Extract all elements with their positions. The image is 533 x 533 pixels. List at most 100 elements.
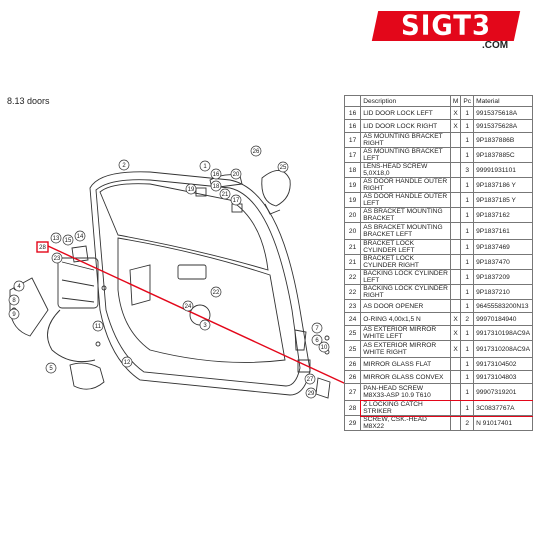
row-pc: 1 — [460, 254, 475, 270]
row-material: 9917310198AC9A — [473, 325, 533, 341]
row-m — [449, 284, 462, 300]
row-m — [449, 415, 462, 431]
svg-text:5: 5 — [49, 366, 53, 372]
header-m: M — [449, 95, 462, 107]
row-pc: 1 — [460, 207, 475, 223]
header-pos — [343, 95, 362, 107]
callout-9: 9 — [8, 308, 20, 320]
row-description: SCREW, CSK.-HEAD M8X22 — [360, 415, 451, 431]
row-m — [449, 147, 462, 163]
row-pos: 25 — [343, 325, 362, 341]
svg-text:14: 14 — [77, 234, 84, 240]
svg-text:25: 25 — [280, 165, 287, 171]
row-pos: 16 — [343, 119, 362, 133]
row-m — [449, 269, 462, 285]
svg-text:3: 3 — [203, 323, 207, 329]
row-pos: 26 — [343, 357, 362, 371]
row-pos: 28 — [343, 400, 362, 416]
row-pos: 19 — [343, 177, 362, 193]
row-material: 9P1837886B — [473, 132, 533, 148]
row-pc: 1 — [460, 239, 475, 255]
row-material: 9P1837161 — [473, 222, 533, 240]
callout-16: 16 — [210, 168, 222, 180]
header-pc: Pc — [460, 95, 475, 107]
row-m — [449, 177, 462, 193]
row-pc: 1 — [460, 222, 475, 240]
svg-text:28: 28 — [39, 245, 46, 251]
svg-text:20: 20 — [233, 172, 240, 178]
row-pos: 17 — [343, 147, 362, 163]
logo-text: SIGT3 — [400, 10, 492, 42]
svg-text:17: 17 — [233, 198, 240, 204]
row-material: 9P1837469 — [473, 239, 533, 255]
row-description: MIRROR GLASS FLAT — [360, 357, 451, 371]
row-pc: 1 — [460, 370, 475, 384]
row-description: AS EXTERIOR MIRROR WHITE LEFT — [360, 325, 451, 341]
row-m — [449, 299, 462, 313]
callout-25: 25 — [277, 161, 289, 173]
row-pc: 1 — [460, 119, 475, 133]
callout-12: 12 — [121, 356, 133, 368]
svg-text:13: 13 — [53, 236, 60, 242]
row-m: X — [449, 312, 462, 326]
row-material: 9P1837186 Y — [473, 177, 533, 193]
callout-3: 3 — [199, 319, 211, 331]
callout-14: 14 — [74, 230, 86, 242]
row-pc: 1 — [460, 177, 475, 193]
row-pos: 29 — [343, 415, 362, 431]
row-material: 99173104502 — [473, 357, 533, 371]
svg-text:21: 21 — [222, 192, 229, 198]
row-pc: 1 — [460, 269, 475, 285]
row-material: 9917310208AC9A — [473, 340, 533, 358]
brand-logo: SIGT3 — [371, 10, 521, 42]
section-title: 8.13 doors — [7, 96, 50, 106]
svg-text:1: 1 — [203, 164, 207, 170]
row-description: BACKING LOCK CYLINDER LEFT — [360, 269, 451, 285]
row-pos: 17 — [343, 132, 362, 148]
row-pc: 1 — [460, 383, 475, 401]
row-description: AS DOOR HANDLE OUTER LEFT — [360, 192, 451, 208]
callout-10: 10 — [318, 341, 330, 353]
row-material: N 91017401 — [473, 415, 533, 431]
row-m — [449, 383, 462, 401]
svg-text:4: 4 — [17, 284, 21, 290]
row-material: 9P1837470 — [473, 254, 533, 270]
row-description: AS DOOR HANDLE OUTER RIGHT — [360, 177, 451, 193]
row-pos: 22 — [343, 284, 362, 300]
row-description: LID DOOR LOCK RIGHT — [360, 119, 451, 133]
row-material: 9P1837162 — [473, 207, 533, 223]
callout-22: 22 — [210, 286, 222, 298]
row-m — [449, 162, 462, 178]
callout-29: 29 — [305, 387, 317, 399]
row-m — [449, 132, 462, 148]
svg-text:24: 24 — [185, 304, 192, 310]
svg-text:7: 7 — [315, 326, 319, 332]
row-m — [449, 192, 462, 208]
row-material: 99173104803 — [473, 370, 533, 384]
callout-21: 21 — [219, 188, 231, 200]
row-pc: 1 — [460, 192, 475, 208]
svg-text:23: 23 — [54, 256, 61, 262]
callout-11: 11 — [92, 320, 104, 332]
row-m — [449, 207, 462, 223]
svg-text:15: 15 — [65, 238, 72, 244]
callout-26: 26 — [250, 145, 262, 157]
table-header-row: Description M Pc Material — [343, 95, 533, 107]
row-m — [449, 239, 462, 255]
row-pc: 1 — [460, 357, 475, 371]
callout-5: 5 — [45, 362, 57, 374]
